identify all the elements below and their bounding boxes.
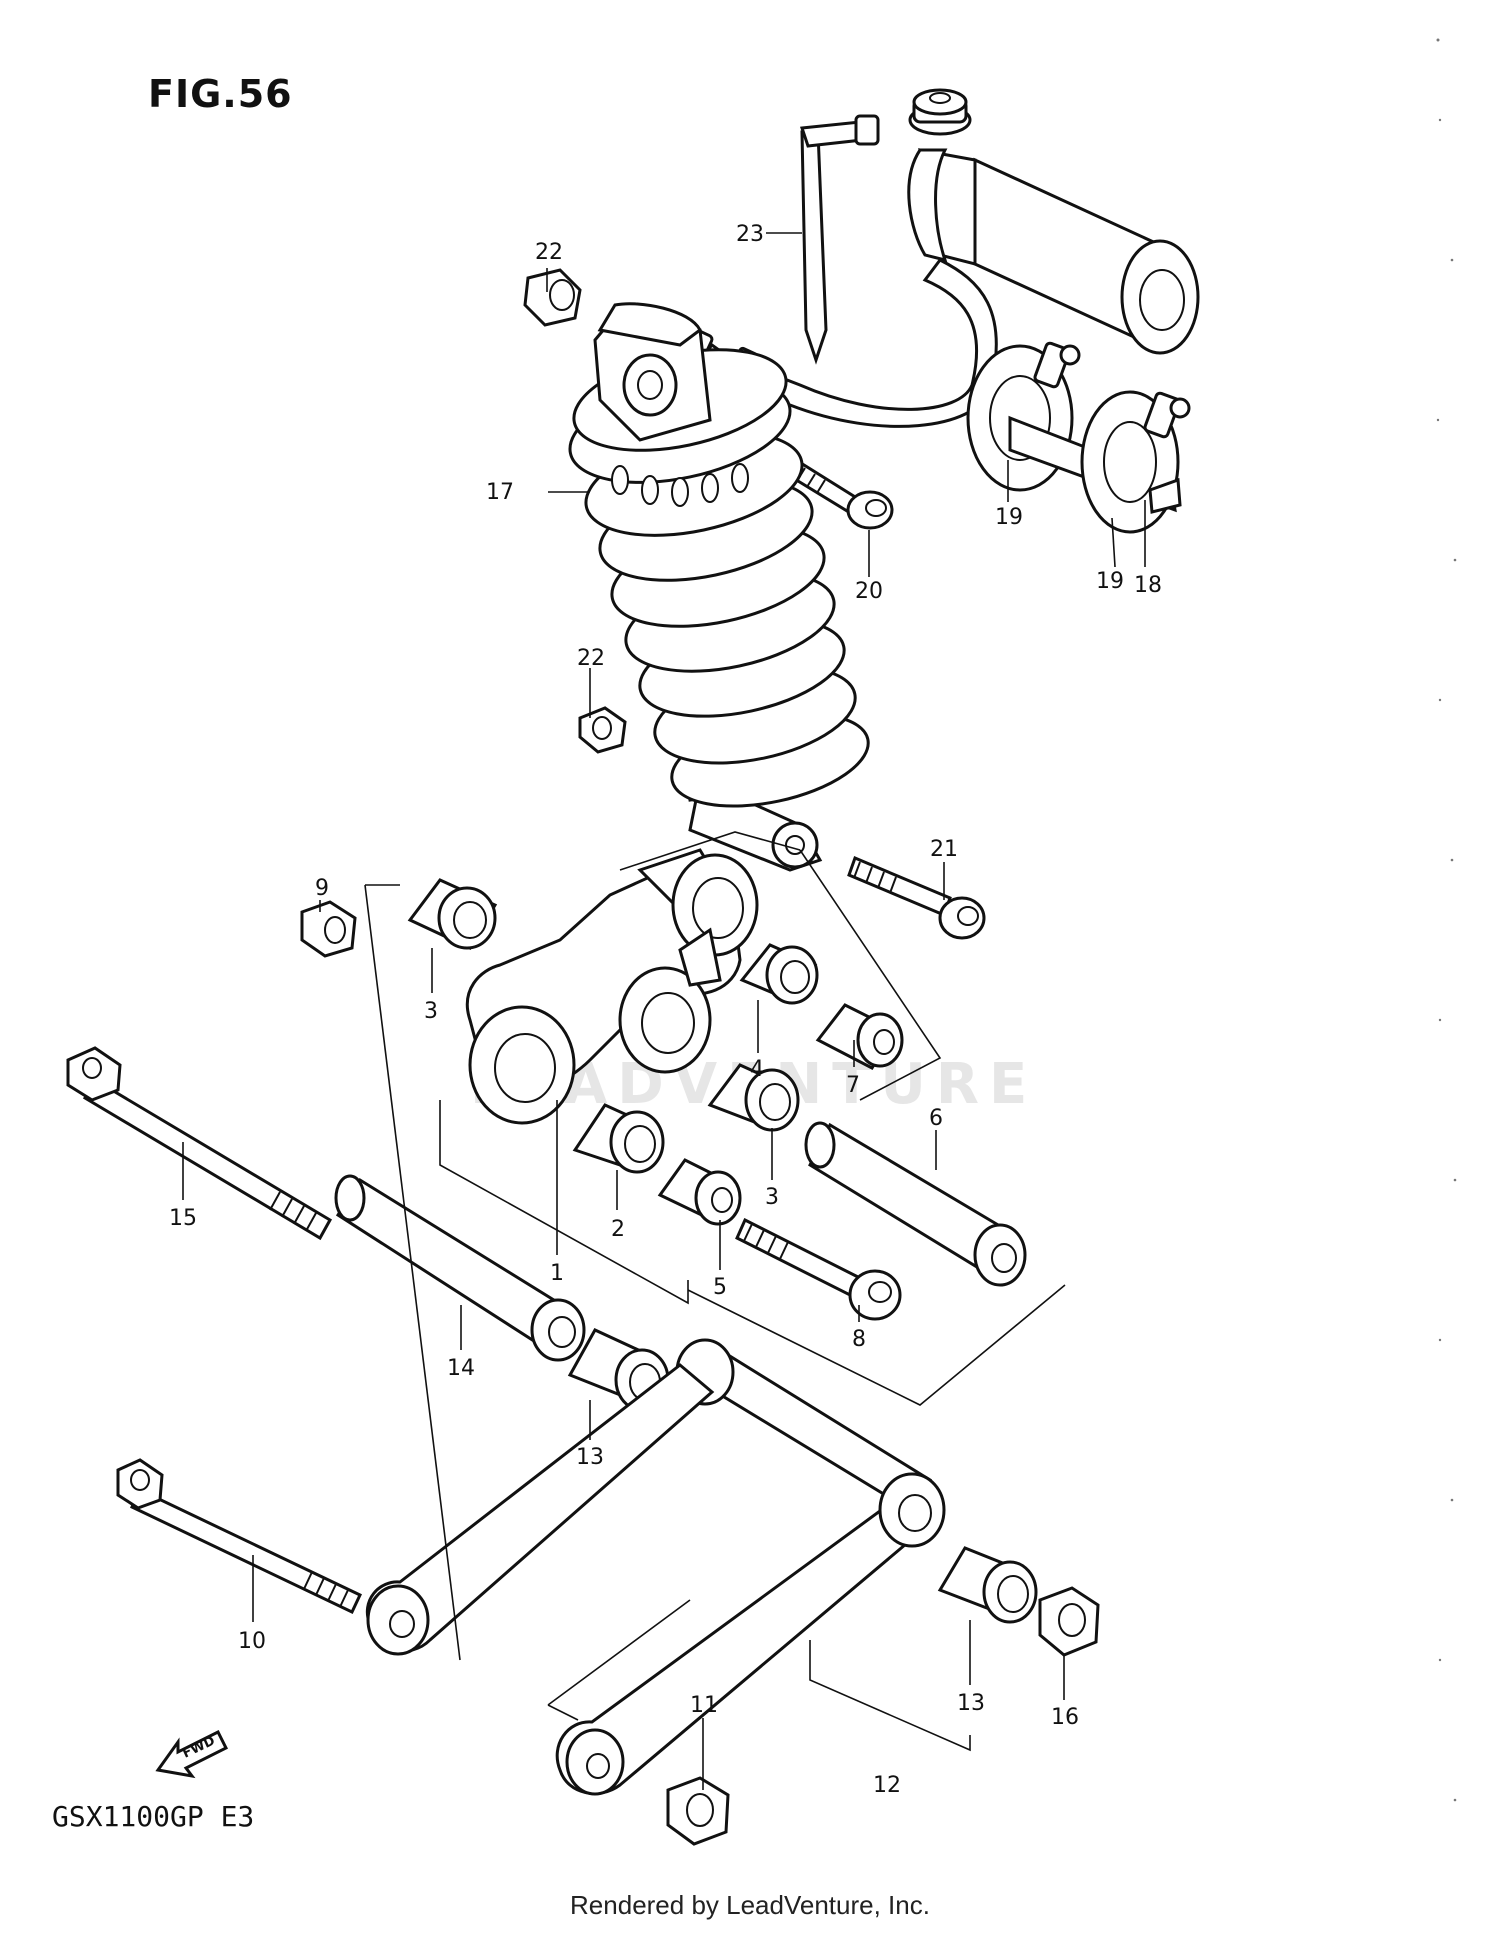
callout-13: 13 (957, 1691, 985, 1716)
footer-credit: Rendered by LeadVenture, Inc. (570, 1890, 930, 1920)
callout-9: 9 (315, 876, 329, 901)
nut-22-upper (523, 268, 582, 327)
callout-22: 22 (577, 646, 605, 671)
model-code: GSX1100GP E3 (52, 1800, 255, 1833)
callout-22: 22 (535, 240, 563, 265)
spacer-7 (815, 1003, 904, 1070)
bearing-2 (572, 1103, 665, 1174)
bearing-3-lower (707, 1063, 800, 1132)
bolt-8 (735, 1217, 902, 1321)
callout-23: 23 (736, 222, 764, 247)
bolt-10 (116, 1458, 362, 1615)
callout-13: 13 (576, 1445, 604, 1470)
callout-17: 17 (486, 480, 514, 505)
bearing-13-right (937, 1546, 1038, 1624)
callout-20: 20 (855, 579, 883, 604)
scan-edge-dots (1436, 38, 1457, 1802)
callout-12: 12 (873, 1773, 901, 1798)
bearing-4 (739, 943, 819, 1005)
adjuster-wrench (799, 114, 880, 365)
clamp-bracket-right (1008, 390, 1191, 534)
bolt-15 (66, 1046, 333, 1241)
spacer-14 (334, 1174, 586, 1362)
nut-9 (300, 900, 357, 958)
rear-shock-absorber (568, 302, 870, 872)
reservoir-cap (908, 88, 972, 136)
callout-8: 8 (852, 1327, 866, 1352)
callout-7: 7 (846, 1073, 860, 1098)
spacer-5 (657, 1158, 742, 1226)
callout-4: 4 (750, 1057, 764, 1082)
callout-21: 21 (930, 837, 958, 862)
nut-22-lower (578, 706, 627, 754)
cushion-rod (365, 1338, 946, 1796)
figure-title: FIG.56 (148, 72, 293, 116)
callout-3: 3 (424, 999, 438, 1024)
callout-2: 2 (611, 1217, 625, 1242)
callout-labels: 22 23 17 19 19 18 20 22 21 9 3 4 7 6 2 3… (169, 222, 1162, 1798)
callout-10: 10 (238, 1629, 266, 1654)
callout-18: 18 (1134, 573, 1162, 598)
callout-11: 11 (690, 1693, 718, 1718)
nut-16 (1038, 1586, 1100, 1657)
assembly-bracket-lines (364, 831, 1066, 1752)
callout-16: 16 (1051, 1705, 1079, 1730)
reservoir-tank (907, 148, 1200, 355)
callout-1: 1 (550, 1261, 564, 1286)
callout-5: 5 (713, 1275, 727, 1300)
callout-19: 19 (1096, 569, 1124, 594)
bolt-21 (847, 855, 986, 940)
callout-6: 6 (929, 1106, 943, 1131)
callout-3: 3 (765, 1185, 779, 1210)
callout-15: 15 (169, 1206, 197, 1231)
fwd-arrow-icon: FWD (155, 1729, 229, 1779)
bearing-3-upper (407, 878, 498, 950)
nut-11 (666, 1776, 730, 1846)
leader-lines (182, 232, 1146, 1790)
callout-14: 14 (447, 1356, 475, 1381)
callout-19: 19 (995, 505, 1023, 530)
cushion-lever (465, 848, 759, 1125)
spacer-6 (804, 1121, 1027, 1287)
